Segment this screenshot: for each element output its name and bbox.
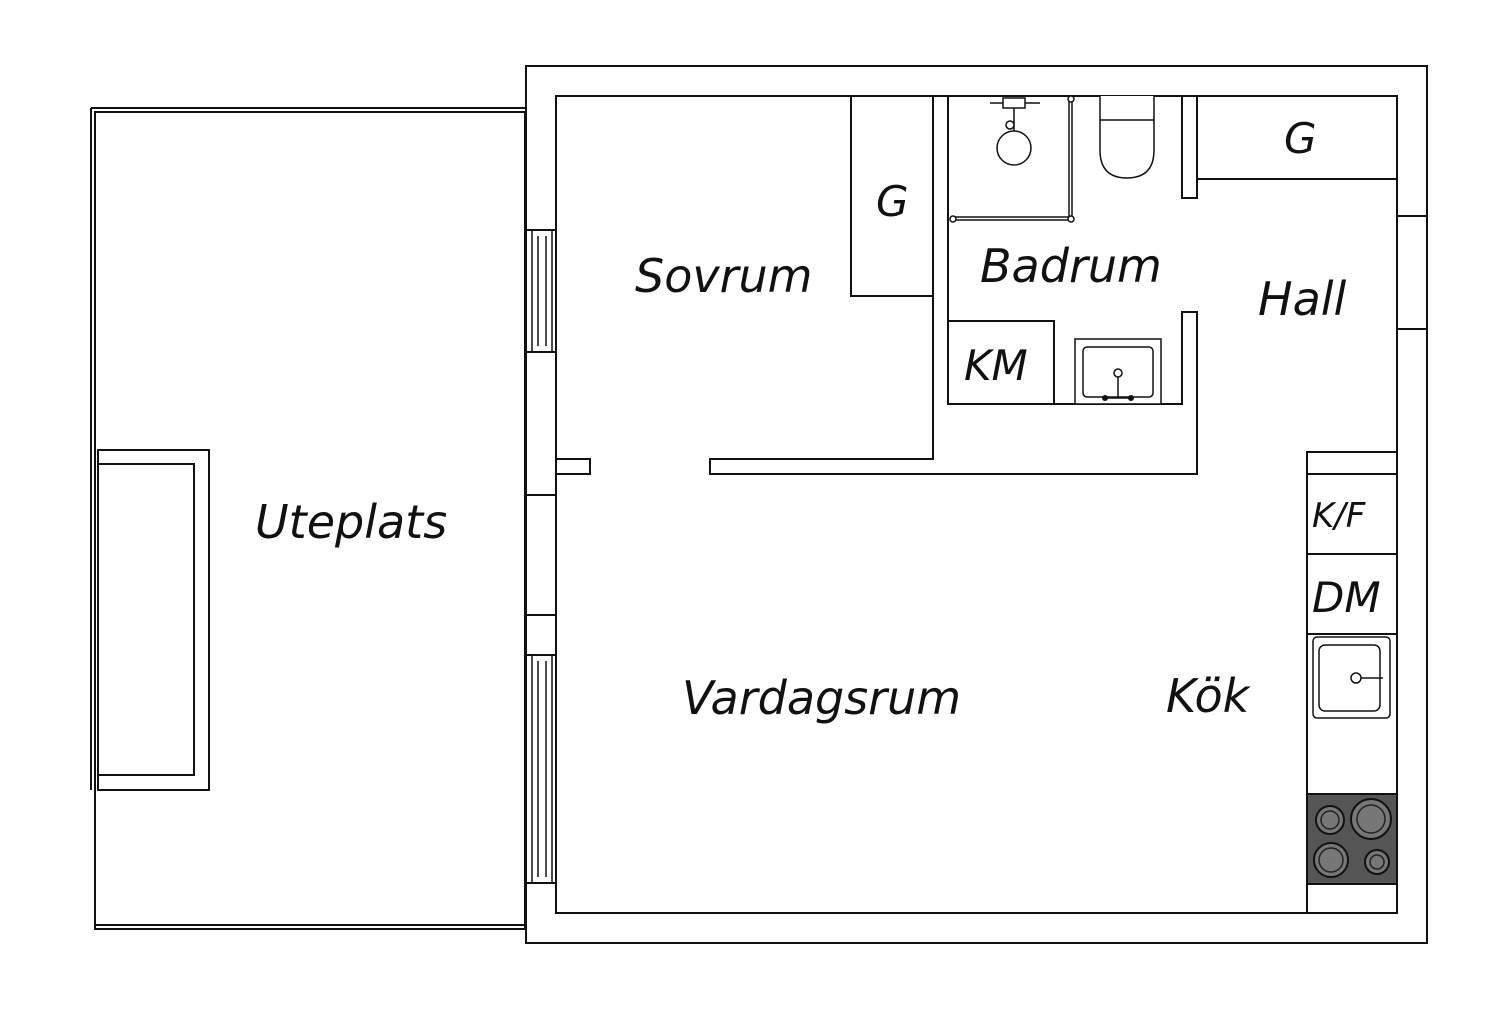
label-hall: Hall [1258, 272, 1347, 326]
toilet-icon [1099, 96, 1155, 179]
sink-icon [1074, 338, 1162, 405]
label-wardrobe-sovrum: G [876, 177, 909, 226]
window-sovrum [531, 229, 553, 353]
label-km: KM [964, 341, 1028, 390]
label-uteplats: Uteplats [255, 495, 447, 549]
label-vardagsrum: Vardagsrum [682, 671, 961, 725]
kitchen-sink-icon [1312, 636, 1391, 719]
label-kf: K/F [1312, 496, 1366, 536]
interior-walls [555, 95, 1428, 913]
washing-machine [947, 320, 1055, 405]
label-sovrum: Sovrum [635, 249, 812, 303]
terrace-planter [97, 449, 210, 791]
wardrobe-hall [1196, 95, 1398, 180]
dishwasher [1306, 553, 1398, 635]
shower-icon [949, 95, 1075, 223]
label-wardrobe-hall: G [1284, 114, 1317, 163]
label-dm: DM [1312, 573, 1381, 622]
stove-icon [1306, 793, 1398, 885]
label-badrum: Badrum [980, 239, 1162, 293]
wardrobe-sovrum [850, 95, 934, 297]
outer-walls [525, 65, 1428, 944]
window-vardagsrum [531, 654, 553, 884]
label-kok: Kök [1166, 669, 1252, 723]
